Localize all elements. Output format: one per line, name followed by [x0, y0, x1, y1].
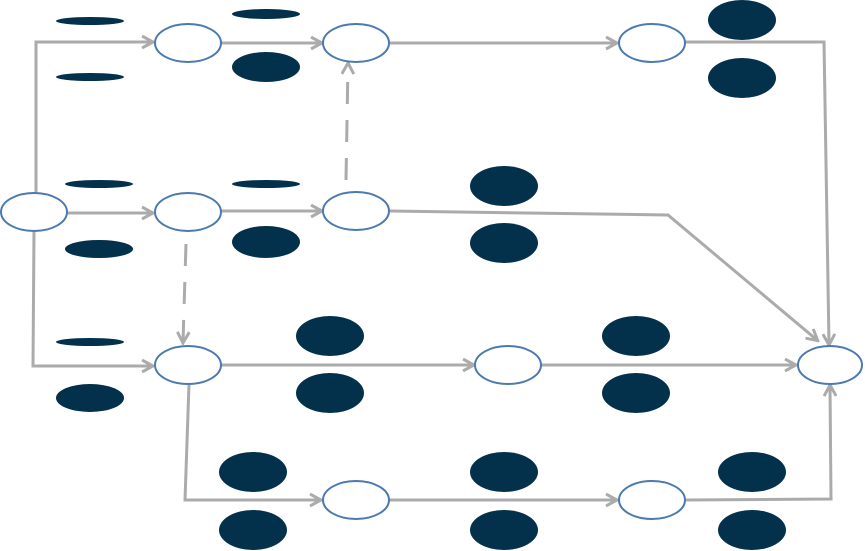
node-n6[interactable] [322, 191, 390, 231]
node-n10[interactable] [618, 480, 686, 520]
redacted-labels [56, 0, 786, 550]
redacted-label [232, 180, 300, 188]
edge-n10-n11 [685, 386, 831, 502]
redacted-label [56, 384, 124, 412]
redacted-label [602, 373, 670, 413]
redacted-label [56, 73, 124, 81]
redacted-label [470, 223, 538, 263]
edges [31, 40, 831, 502]
redacted-label [219, 452, 287, 492]
redacted-label [470, 166, 538, 206]
node-n4[interactable] [618, 23, 686, 63]
redacted-label [296, 373, 364, 413]
redacted-label [296, 316, 364, 356]
edge-n4-n11 [685, 40, 829, 344]
redacted-label [232, 9, 300, 19]
redacted-label [56, 338, 124, 346]
edge-n1-n2 [34, 42, 152, 194]
node-n7[interactable] [154, 345, 222, 385]
redacted-label [470, 510, 538, 550]
edge-n5-n7-dashed [183, 243, 186, 342]
redacted-label [232, 226, 300, 258]
edge-n1-n7 [31, 230, 152, 366]
redacted-label [602, 316, 670, 356]
node-n5[interactable] [154, 192, 222, 232]
redacted-label [219, 510, 287, 550]
node-n2[interactable] [154, 23, 222, 63]
redacted-label [56, 17, 124, 25]
redacted-label [65, 180, 133, 188]
redacted-label [232, 52, 300, 82]
node-n9[interactable] [322, 480, 390, 520]
edge-n7-n9 [183, 383, 320, 500]
redacted-label [718, 510, 786, 550]
node-n11[interactable] [797, 345, 863, 385]
node-n8[interactable] [474, 345, 542, 385]
redacted-label [470, 452, 538, 492]
edge-n6-n3-dashed [346, 64, 348, 181]
nodes [0, 23, 863, 520]
edge-n6-n11 [389, 209, 817, 340]
redacted-label [718, 452, 786, 492]
node-n3[interactable] [322, 23, 390, 63]
redacted-label [708, 58, 776, 98]
node-n1[interactable] [0, 192, 68, 232]
redacted-label [708, 0, 776, 40]
redacted-label [65, 240, 133, 258]
